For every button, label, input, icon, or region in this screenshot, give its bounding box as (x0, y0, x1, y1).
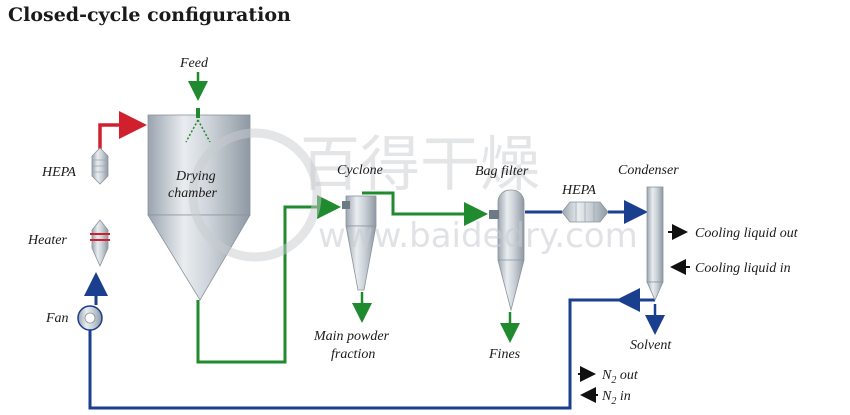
cooling-out-label: Cooling liquid out (695, 226, 799, 241)
fan-label: Fan (45, 311, 69, 326)
fan-icon (77, 305, 103, 331)
condenser (646, 186, 664, 301)
hot-gas-line (98, 111, 147, 150)
cooling-in-label: Cooling liquid in (695, 261, 791, 276)
feed-label: Feed (179, 56, 209, 71)
bag-filter (489, 189, 525, 312)
drying-chamber-label-2: chamber (168, 186, 218, 201)
cyclone (342, 195, 377, 291)
drying-chamber (147, 108, 251, 301)
solvent-label: Solvent (630, 338, 672, 353)
bag-filter-label: Bag filter (475, 164, 529, 179)
heater (90, 219, 110, 267)
fines-label: Fines (488, 347, 521, 362)
n2-out-label: N2 out (601, 368, 639, 386)
hepa-left-label: HEPA (41, 165, 76, 180)
main-powder-label-1: Main powder (313, 329, 390, 344)
cyclone-label: Cyclone (337, 163, 383, 178)
hepa-filter-right (561, 201, 609, 223)
drying-chamber-label-1: Drying (175, 169, 216, 184)
main-powder-label-2: fraction (331, 347, 375, 362)
hepa-right-label: HEPA (561, 183, 596, 198)
page-title: Closed-cycle configuration (8, 4, 291, 26)
heater-label: Heater (27, 233, 67, 248)
hepa-filter-left (91, 147, 109, 185)
condenser-label: Condenser (618, 163, 679, 178)
nitrogen-return-line (88, 298, 655, 410)
n2-in-label: N2 in (601, 389, 631, 407)
cyclone-to-bagfilter-line (362, 191, 488, 226)
